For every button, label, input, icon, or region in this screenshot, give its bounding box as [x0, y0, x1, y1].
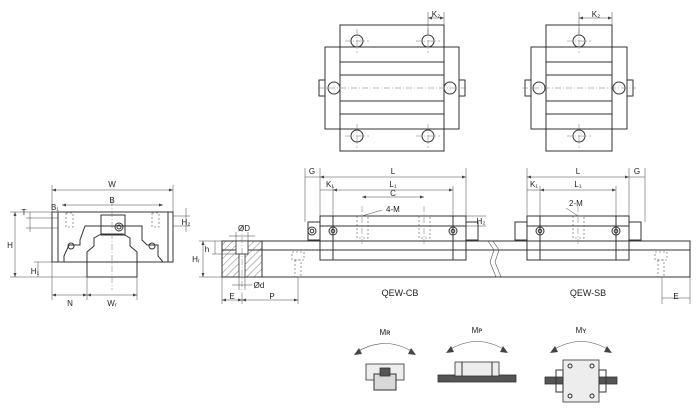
rail-d-label: ØD — [238, 224, 250, 233]
end-view-b1-label: B₁ — [51, 203, 59, 212]
pitch-moment-label: Mᴘ — [472, 326, 483, 335]
end-view-h2-label: H₂ — [182, 218, 191, 227]
cb-k1-label: K₁ — [326, 180, 334, 189]
end-view-h-label: H — [7, 241, 13, 250]
end-view-t-label: T — [22, 208, 27, 217]
end-view-w-label: W — [108, 180, 116, 189]
rail-h-label: h — [205, 245, 209, 254]
side-view-cb — [304, 168, 486, 261]
rail-p-label: P — [269, 292, 274, 301]
rail-hr-label: Hᵣ — [192, 255, 200, 264]
top-sb-k2-label: K₂ — [592, 10, 600, 19]
cb-c-label: C — [390, 189, 396, 198]
sb-g-label: G — [634, 167, 640, 176]
sb-model-name: QEW-SB — [570, 288, 606, 298]
roll-moment-diagram — [354, 343, 416, 391]
top-view-cb — [318, 12, 466, 152]
end-view — [10, 185, 190, 300]
top-view-sb — [522, 12, 636, 152]
rail-e-label: E — [229, 292, 234, 301]
cb-l-label: L — [391, 167, 396, 176]
end-view-wr-label: Wᵣ — [107, 299, 117, 308]
cb-l1-label: L₁ — [389, 180, 396, 189]
cb-h2-label: H₂ — [477, 217, 486, 226]
cb-model-name: QEW-CB — [382, 288, 419, 298]
roll-moment-label: Mʀ — [380, 328, 392, 337]
rail-section — [199, 226, 691, 304]
side-view-sb — [514, 168, 646, 261]
sb-k1-label: K₁ — [530, 180, 538, 189]
end-view-n-label: N — [67, 299, 73, 308]
cb-g-label: G — [309, 167, 315, 176]
sb-e-label: E — [673, 292, 678, 301]
pitch-moment-diagram — [437, 341, 517, 383]
sb-thread-label: 2-M — [569, 199, 583, 208]
cb-thread-label: 4-M — [386, 205, 400, 214]
end-view-h1-label: H₁ — [31, 267, 40, 276]
yaw-moment-label: Mʏ — [576, 326, 588, 335]
rail-dd-label: Ød — [254, 281, 265, 290]
top-cb-k2-label: K₂ — [432, 10, 440, 19]
sb-l-label: L — [576, 167, 581, 176]
sb-l1-label: L₁ — [574, 180, 581, 189]
yaw-moment-diagram — [544, 341, 618, 403]
end-view-b-label: B — [109, 196, 114, 205]
